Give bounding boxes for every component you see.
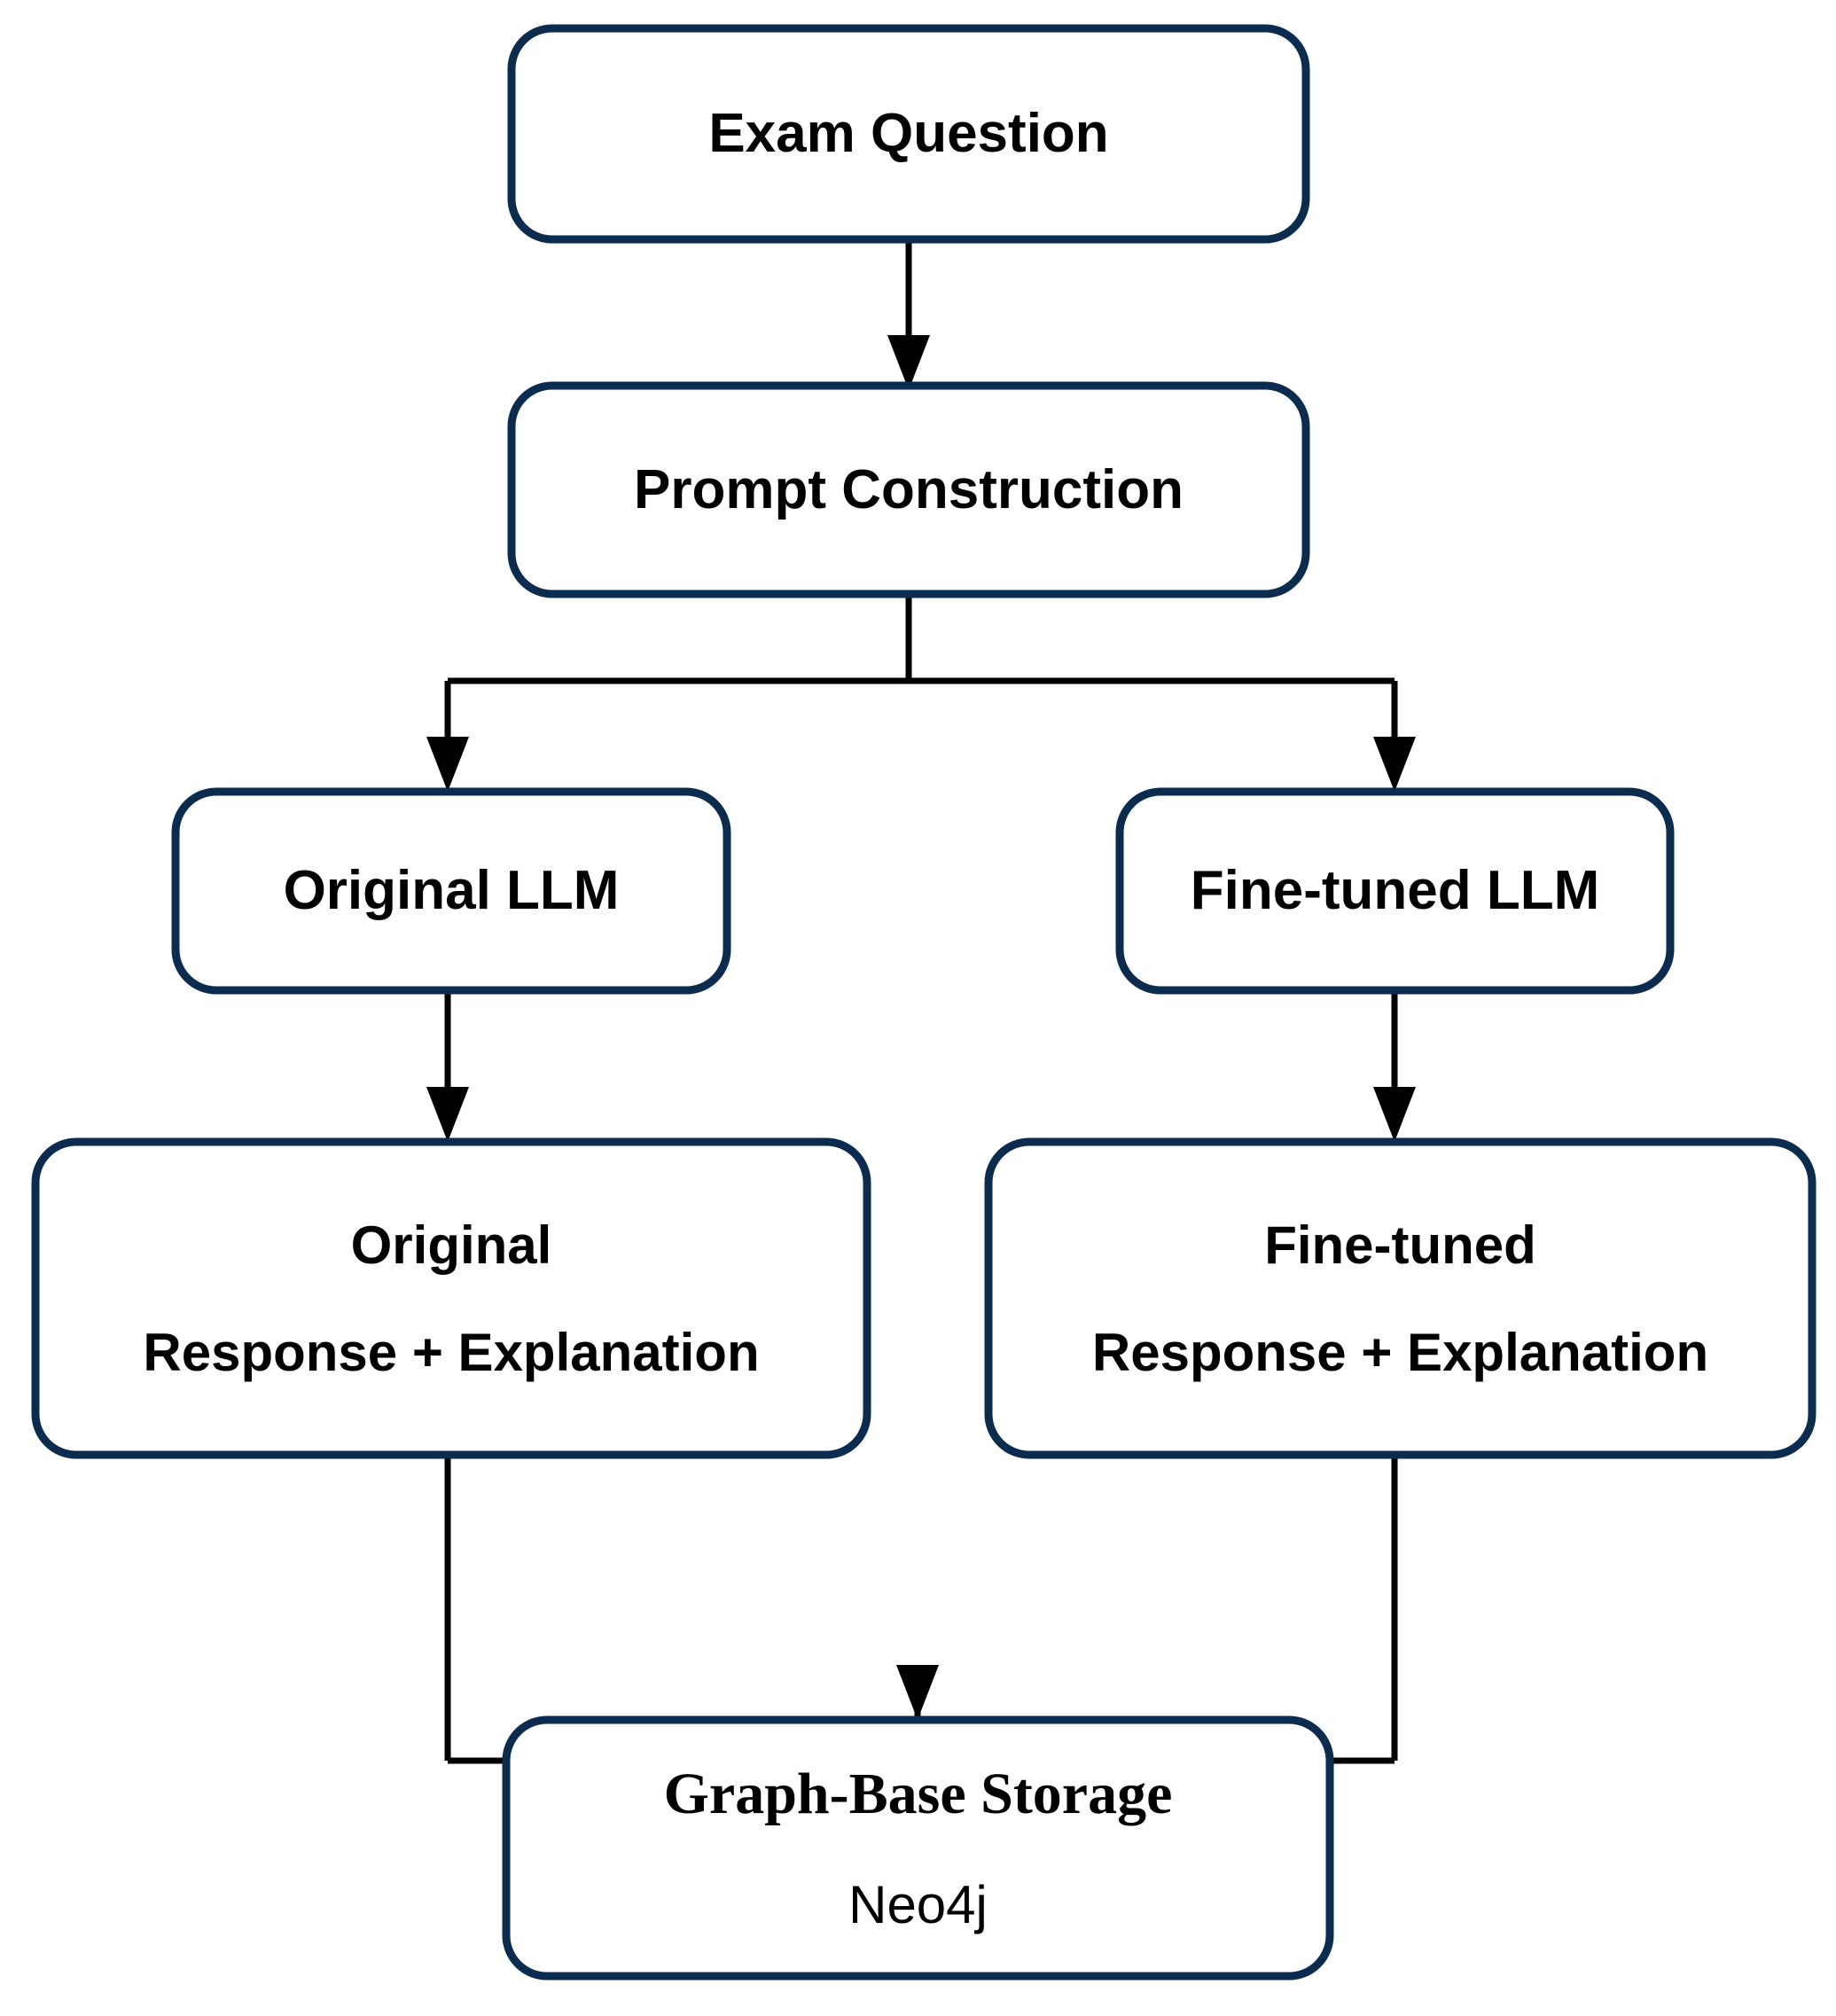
node-original-llm[interactable] bbox=[171, 787, 731, 995]
node-fine-tuned-llm[interactable] bbox=[1115, 787, 1675, 995]
node-exam-question[interactable] bbox=[507, 24, 1310, 244]
edge-exam-to-prompt bbox=[887, 239, 930, 390]
node-fine-tuned-response[interactable] bbox=[984, 1137, 1816, 1459]
node-prompt-construction[interactable] bbox=[507, 381, 1310, 598]
edge-finetuned-llm-to-response bbox=[1373, 990, 1416, 1142]
edge-prompt-split bbox=[426, 594, 1416, 792]
node-original-response[interactable] bbox=[31, 1137, 871, 1459]
edge-original-llm-to-response bbox=[426, 990, 469, 1142]
edge-responses-merge-to-storage bbox=[444, 1455, 1398, 1764]
node-graph-base-storage[interactable] bbox=[502, 1715, 1334, 1981]
